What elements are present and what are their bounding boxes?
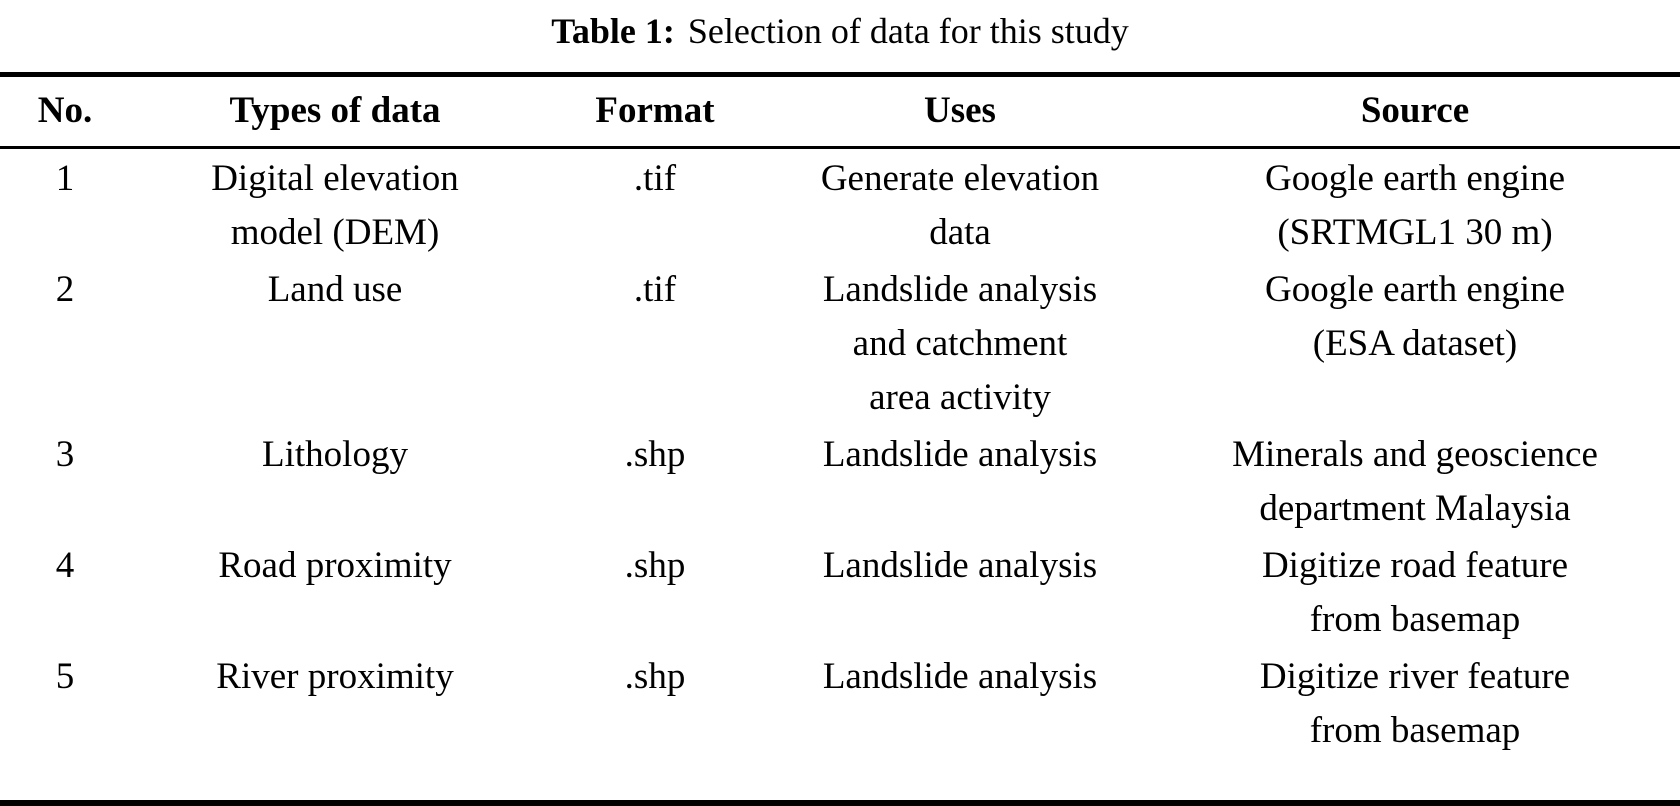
table-row: 1 Digital elevation model (DEM) .tif Gen… xyxy=(0,148,1680,261)
cell-source: Minerals and geoscience department Malay… xyxy=(1232,434,1598,529)
cell-type: Lithology xyxy=(262,434,408,475)
cell-uses: Landslide analysis xyxy=(822,656,1098,697)
table-row: 4 Road proximity .shp Landslide analysis… xyxy=(0,536,1680,647)
cell-format: .shp xyxy=(624,656,686,697)
header-row: No. Types of data Format Uses Source xyxy=(0,74,1680,149)
cell-no: 2 xyxy=(55,269,75,310)
cell-type: Road proximity xyxy=(218,545,452,586)
cell-type: Digital elevation model (DEM) xyxy=(211,158,459,253)
data-selection-table: No. Types of data Format Uses Source 1 D… xyxy=(0,72,1680,806)
col-header-format: Format xyxy=(540,74,770,149)
cell-source: Digitize river feature from basemap xyxy=(1259,656,1571,751)
col-header-source: Source xyxy=(1150,74,1680,149)
cell-uses: Generate elevation data xyxy=(820,158,1100,253)
cell-uses: Landslide analysis and catchment area ac… xyxy=(822,269,1098,418)
cell-source: Digitize road feature from basemap xyxy=(1261,545,1569,640)
table-caption-text: Selection of data for this study xyxy=(687,11,1129,51)
table-row: 3 Lithology .shp Landslide analysis Mine… xyxy=(0,425,1680,536)
cell-type: River proximity xyxy=(216,656,454,697)
cell-no: 1 xyxy=(55,158,75,199)
col-header-uses: Uses xyxy=(770,74,1150,149)
cell-format: .shp xyxy=(624,434,686,475)
cell-uses: Landslide analysis xyxy=(822,434,1098,475)
cell-format: .tif xyxy=(633,269,677,310)
table-body: 1 Digital elevation model (DEM) .tif Gen… xyxy=(0,148,1680,804)
cell-type: Land use xyxy=(267,269,403,310)
cell-source: Google earth engine (SRTMGL1 30 m) xyxy=(1265,158,1565,253)
cell-uses: Landslide analysis xyxy=(822,545,1098,586)
table-row: 5 River proximity .shp Landslide analysi… xyxy=(0,647,1680,803)
table-caption: Table 1: Selection of data for this stud… xyxy=(0,0,1680,72)
cell-format: .tif xyxy=(633,158,677,199)
table-header: No. Types of data Format Uses Source xyxy=(0,74,1680,149)
table-row: 2 Land use .tif Landslide analysis and c… xyxy=(0,260,1680,425)
col-header-types-of-data: Types of data xyxy=(130,74,540,149)
table-caption-label: Table 1: xyxy=(551,11,675,51)
cell-no: 4 xyxy=(55,545,75,586)
col-header-no: No. xyxy=(0,74,130,149)
cell-format: .shp xyxy=(624,545,686,586)
cell-no: 5 xyxy=(55,656,75,697)
cell-no: 3 xyxy=(55,434,75,475)
cell-source: Google earth engine (ESA dataset) xyxy=(1265,269,1565,364)
